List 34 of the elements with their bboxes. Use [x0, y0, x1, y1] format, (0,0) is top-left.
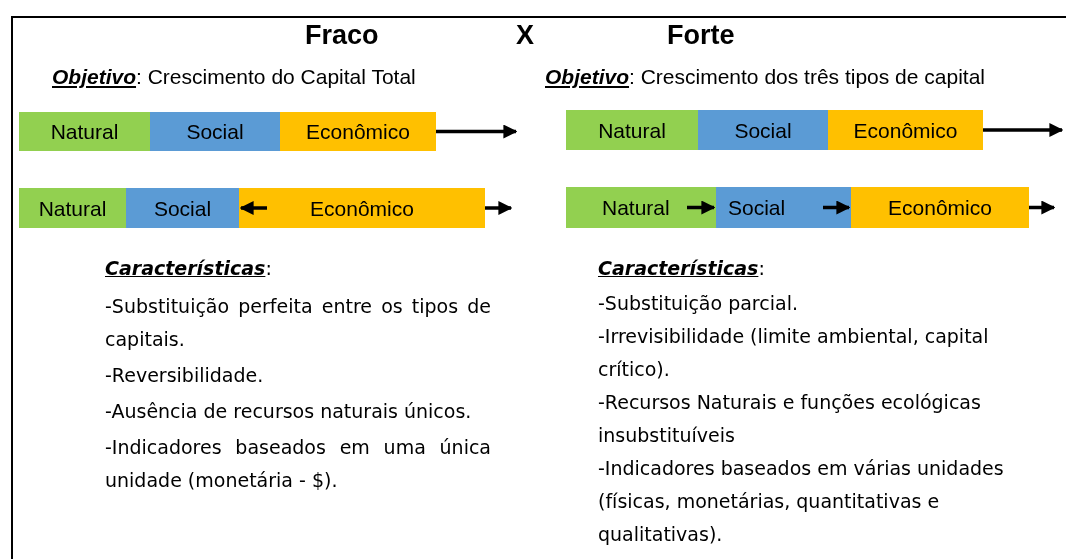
capital-segment: Social	[126, 188, 239, 228]
characteristic-item: -Indicadores baseados em várias unidades (físicas, monetárias, quantitativas e qualitativas).	[598, 456, 1005, 547]
arrow	[983, 123, 1064, 137]
section-heading: Características:	[598, 256, 766, 281]
characteristic-item: -Irrevisibilidade (limite ambiental, capital crítico).	[598, 324, 990, 382]
capital-segment: Econômico	[239, 188, 485, 228]
column-title: X	[516, 19, 534, 52]
capital-segment: Econômico	[851, 187, 1029, 228]
objective-text: Objetivo: Crescimento do Capital Total	[52, 64, 416, 90]
characteristic-item: -Substituição perfeita entre os tipos de capitais.	[105, 294, 491, 352]
capital-segment: Social	[716, 187, 851, 228]
characteristic-item: -Substituição parcial.	[598, 291, 799, 316]
capital-segment: Natural	[566, 187, 716, 228]
arrow	[485, 201, 513, 215]
column-title: Forte	[667, 19, 735, 52]
characteristic-item: -Ausência de recursos naturais únicos.	[105, 399, 473, 424]
arrow	[239, 201, 267, 215]
capital-segment: Natural	[19, 188, 126, 228]
capital-segment: Natural	[566, 110, 698, 150]
capital-segment: Social	[150, 112, 280, 151]
arrow	[823, 200, 851, 215]
characteristic-item: -Reversibilidade.	[105, 363, 265, 388]
capital-segment: Econômico	[280, 112, 436, 151]
arrow	[1029, 200, 1056, 215]
capital-segment: Social	[698, 110, 828, 150]
objective-text: Objetivo: Crescimento dos três tipos de capital	[545, 64, 985, 90]
section-heading: Características:	[105, 256, 273, 281]
capital-segment: Econômico	[828, 110, 983, 150]
capital-segment: Natural	[19, 112, 150, 151]
arrow	[436, 124, 518, 139]
characteristic-item: -Indicadores baseados em uma única unidade (monetária - $).	[105, 435, 491, 493]
characteristic-item: -Recursos Naturais e funções ecológicas insubstituíveis	[598, 390, 982, 448]
column-title: Fraco	[305, 19, 379, 52]
arrow	[687, 200, 716, 215]
